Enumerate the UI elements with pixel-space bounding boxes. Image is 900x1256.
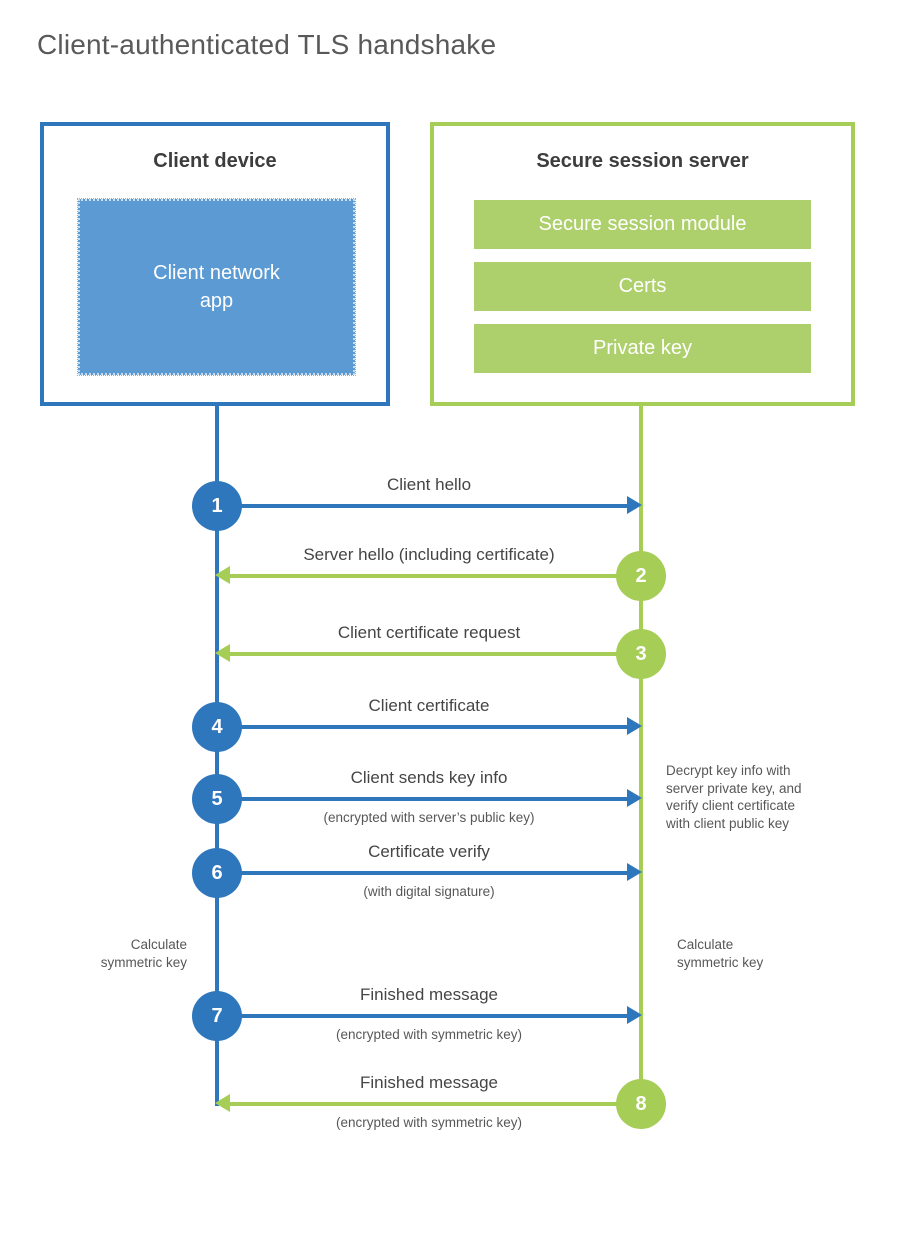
step-7-arrow	[217, 1014, 629, 1018]
step-1-arrowhead-icon	[627, 496, 642, 514]
step-6-sublabel: (with digital signature)	[363, 884, 495, 899]
step-8-sublabel: (encrypted with symmetric key)	[335, 1115, 523, 1130]
step-8-arrow	[229, 1102, 641, 1106]
step-7-label: Finished message	[360, 985, 498, 1004]
client-network-app-box: Client network app	[77, 198, 356, 376]
step-6-arrow	[217, 871, 629, 875]
step-4-number-badge: 4	[192, 702, 242, 752]
server-title: Secure session server	[536, 150, 749, 172]
step-5-sublabel: (encrypted with server’s public key)	[323, 810, 535, 825]
step-5-arrowhead-icon	[627, 789, 642, 807]
step-1-number-badge: 1	[192, 481, 242, 531]
step-7-number-badge: 7	[192, 991, 242, 1041]
page-title: Client-authenticated TLS handshake	[37, 29, 497, 60]
note-calculate-symmetric-key-client: Calculate symmetric key	[100, 937, 187, 970]
step-4-arrowhead-icon	[627, 717, 642, 735]
step-6-number-badge: 6	[192, 848, 242, 898]
client-device-title: Client device	[153, 150, 277, 172]
step-3-arrow	[229, 652, 641, 656]
step-8-number-badge: 8	[616, 1079, 666, 1129]
server-box: Secure session server Secure session mod…	[430, 122, 855, 406]
note-decrypt-key-info: Decrypt key info with server private key…	[666, 763, 802, 831]
step-5-number-badge: 5	[192, 774, 242, 824]
step-7-sublabel: (encrypted with symmetric key)	[335, 1027, 523, 1042]
step-2-number-badge: 2	[616, 551, 666, 601]
client-lifeline	[215, 406, 219, 1106]
step-2-label: Server hello (including certificate)	[303, 545, 555, 564]
step-4-arrow	[217, 725, 629, 729]
step-7-arrowhead-icon	[627, 1006, 642, 1024]
step-3-arrowhead-icon	[215, 644, 230, 662]
step-6-label: Certificate verify	[368, 842, 490, 861]
step-1-label: Client hello	[386, 475, 472, 494]
step-3-number-badge: 3	[616, 629, 666, 679]
server-module-private-key: Private key	[474, 324, 811, 373]
step-8-label: Finished message	[360, 1073, 498, 1092]
step-1-arrow	[217, 504, 629, 508]
step-2-arrow	[229, 574, 641, 578]
step-2-arrowhead-icon	[215, 566, 230, 584]
server-module-certs: Certs	[474, 262, 811, 311]
step-3-label: Client certificate request	[337, 623, 521, 642]
server-module-secure-session: Secure session module	[474, 200, 811, 249]
client-device-box: Client device Client network app	[40, 122, 390, 406]
step-5-label: Client sends key info	[350, 768, 508, 787]
step-6-arrowhead-icon	[627, 863, 642, 881]
step-8-arrowhead-icon	[215, 1094, 230, 1112]
server-lifeline	[639, 406, 643, 1108]
step-4-label: Client certificate	[368, 696, 490, 715]
note-calculate-symmetric-key-server: Calculate symmetric key	[677, 937, 764, 970]
step-5-arrow	[217, 797, 629, 801]
